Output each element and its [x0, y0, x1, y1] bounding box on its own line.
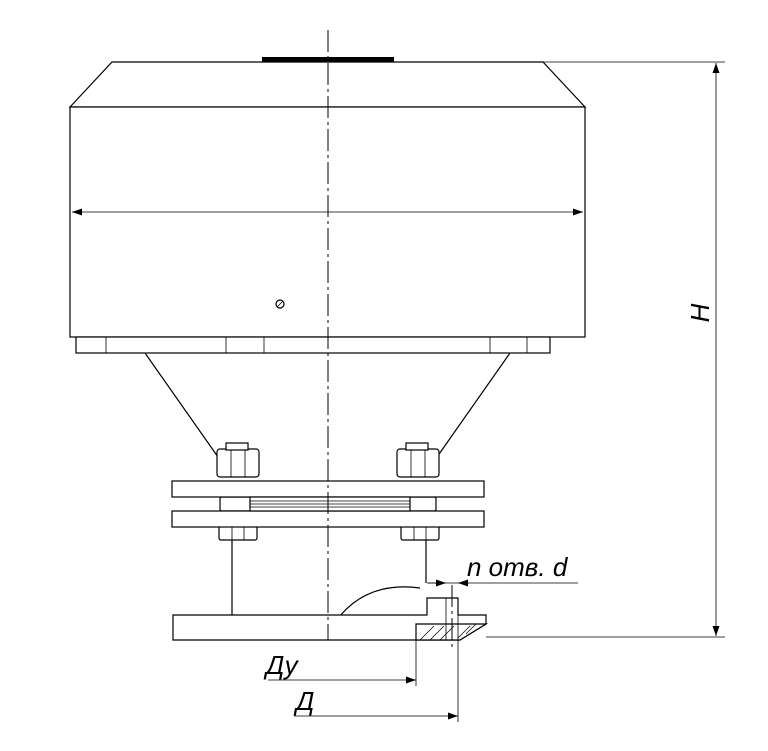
holes-dimension: n отв. d [427, 552, 578, 587]
height-label: H [685, 303, 715, 322]
flange-bottom [172, 597, 489, 641]
nominal-diameter-dimension: Ду [263, 640, 417, 686]
height-dimension: H [486, 61, 725, 638]
top-plate [262, 57, 394, 62]
outer-diameter-dimension: Д [293, 640, 459, 722]
outer-diameter-label: Д [293, 686, 314, 716]
bolt-left [216, 442, 260, 541]
bottom-lugs [75, 336, 551, 354]
screw-icon [275, 299, 285, 309]
holes-label: n отв. d [467, 552, 569, 582]
cone [144, 352, 511, 458]
nominal-diameter-label: Ду [263, 650, 300, 680]
